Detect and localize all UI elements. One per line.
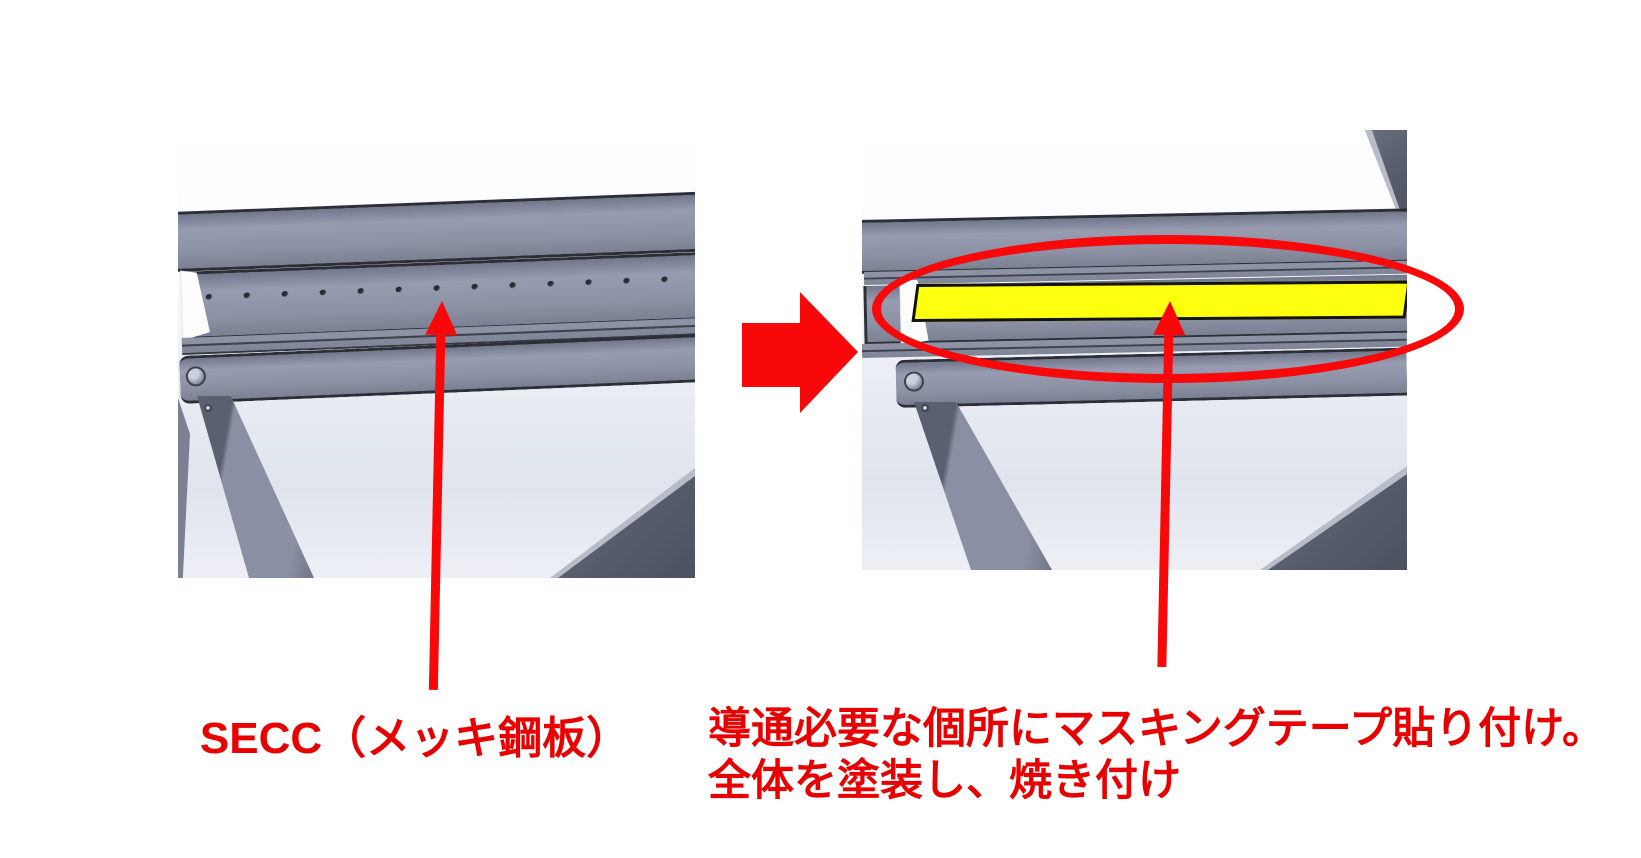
frame-leg (197, 396, 314, 578)
arrow-shaft (428, 332, 446, 690)
crossbar-screw (185, 365, 207, 387)
rail-hole (623, 277, 631, 285)
corner-panel (558, 476, 695, 578)
rail-hole (205, 293, 213, 301)
leg-screw (921, 404, 929, 412)
arrow-shaft (1157, 332, 1174, 668)
edge-member-sliver (178, 398, 190, 578)
rail-hole (471, 283, 479, 290)
rail-hole (509, 282, 517, 289)
arrow-head (800, 292, 858, 413)
right-caption: 導通必要な個所にマスキングテープ貼り付け。 全体を塗装し、焼き付け (708, 703, 1638, 808)
rail-hole (585, 279, 593, 286)
rail-hole (243, 292, 251, 299)
rail-hole (547, 280, 555, 287)
left-caption: SECC（メッキ鋼板） (199, 714, 631, 763)
rail-hole (281, 290, 289, 298)
frame-leg (914, 402, 1052, 570)
rail-hole (433, 285, 441, 292)
arrow-body (742, 323, 801, 387)
leg-screw (204, 404, 212, 412)
transition-right-arrow-icon (742, 292, 858, 413)
rail-hole (395, 286, 403, 293)
right-caption-line1: 導通必要な個所にマスキングテープ貼り付け。 (708, 705, 1605, 753)
arrow-head (1153, 300, 1186, 336)
left-up-arrow-icon (418, 300, 458, 691)
rail-hole (357, 287, 365, 295)
rail-hole (319, 289, 327, 296)
arrow-head (425, 300, 458, 336)
right-up-arrow-icon (1146, 300, 1186, 668)
crossbar-screw (903, 371, 925, 392)
cad-image-before (178, 130, 695, 578)
right-caption-line2: 全体を塗装し、焼き付け (708, 757, 1181, 806)
rail-hole (661, 276, 669, 283)
